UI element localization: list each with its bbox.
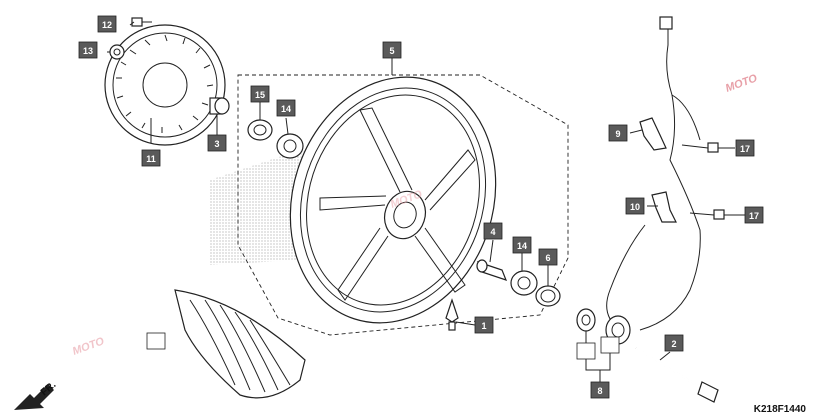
callout-label: 14 [281, 104, 291, 114]
callout-1[interactable]: 1 [474, 316, 494, 334]
watermark-bottom: MOTO [71, 335, 106, 358]
tire [174, 289, 306, 399]
front-direction-arrow: FR. [14, 379, 58, 410]
callout-label: 13 [83, 46, 93, 56]
callout-label: 1 [481, 321, 486, 331]
callout-3[interactable]: 3 [207, 134, 227, 152]
callout-label: 14 [517, 241, 527, 251]
callout-label: 10 [630, 202, 640, 212]
diagram-code: K218F1440 [754, 404, 807, 415]
tire-valve [445, 298, 459, 331]
callout-label: 4 [490, 227, 495, 237]
callout-label: 15 [255, 90, 265, 100]
callout-11[interactable]: 11 [141, 149, 161, 167]
callout-label: 11 [146, 154, 156, 164]
callout-13[interactable]: 13 [78, 41, 98, 59]
callout-14-right[interactable]: 14 [512, 236, 532, 254]
speed-sensor-cable [606, 16, 701, 331]
callout-10[interactable]: 10 [625, 197, 645, 215]
callout-17-upper[interactable]: 17 [735, 139, 755, 157]
callout-label: 2 [671, 339, 676, 349]
callout-4[interactable]: 4 [483, 222, 503, 240]
callout-label: 8 [597, 386, 602, 396]
cable-clamp [639, 117, 667, 151]
wheel-assembly-outline [237, 74, 569, 336]
front-wheel [289, 76, 497, 324]
brake-disc [104, 24, 226, 146]
callout-label: 6 [545, 253, 550, 263]
callout-12[interactable]: 12 [97, 15, 117, 33]
callout-label: 17 [749, 211, 759, 221]
callout-6[interactable]: 6 [538, 248, 558, 266]
callout-label: 5 [389, 46, 394, 56]
callout-8[interactable]: 8 [590, 381, 610, 399]
callout-14-left[interactable]: 14 [276, 99, 296, 117]
callout-label: 9 [615, 129, 620, 139]
callout-blank-8a[interactable] [576, 342, 596, 360]
callout-5[interactable]: 5 [382, 41, 402, 59]
front-axle [635, 347, 719, 403]
disc-bolt [131, 17, 152, 27]
callout-label: 12 [102, 20, 112, 30]
callout-label: 17 [740, 144, 750, 154]
watermark-top: MOTO [724, 72, 759, 95]
callout-blank-tire[interactable] [146, 332, 166, 350]
disc-nut [109, 44, 125, 60]
callout-2[interactable]: 2 [664, 334, 684, 352]
callout-label: 3 [214, 139, 219, 149]
dust-seal [247, 119, 273, 141]
axle-spacer [476, 259, 508, 281]
circlip [535, 285, 561, 307]
callout-17-lower[interactable]: 17 [744, 206, 764, 224]
radial-bearing-right [510, 270, 538, 296]
clamp-bolt-upper [681, 142, 719, 153]
callout-blank-8b[interactable] [600, 336, 620, 354]
cable-clamp-lower [651, 191, 677, 223]
radial-bearing-left [276, 133, 304, 159]
callout-9[interactable]: 9 [608, 124, 628, 142]
collar [209, 97, 230, 115]
callout-15[interactable]: 15 [250, 85, 270, 103]
